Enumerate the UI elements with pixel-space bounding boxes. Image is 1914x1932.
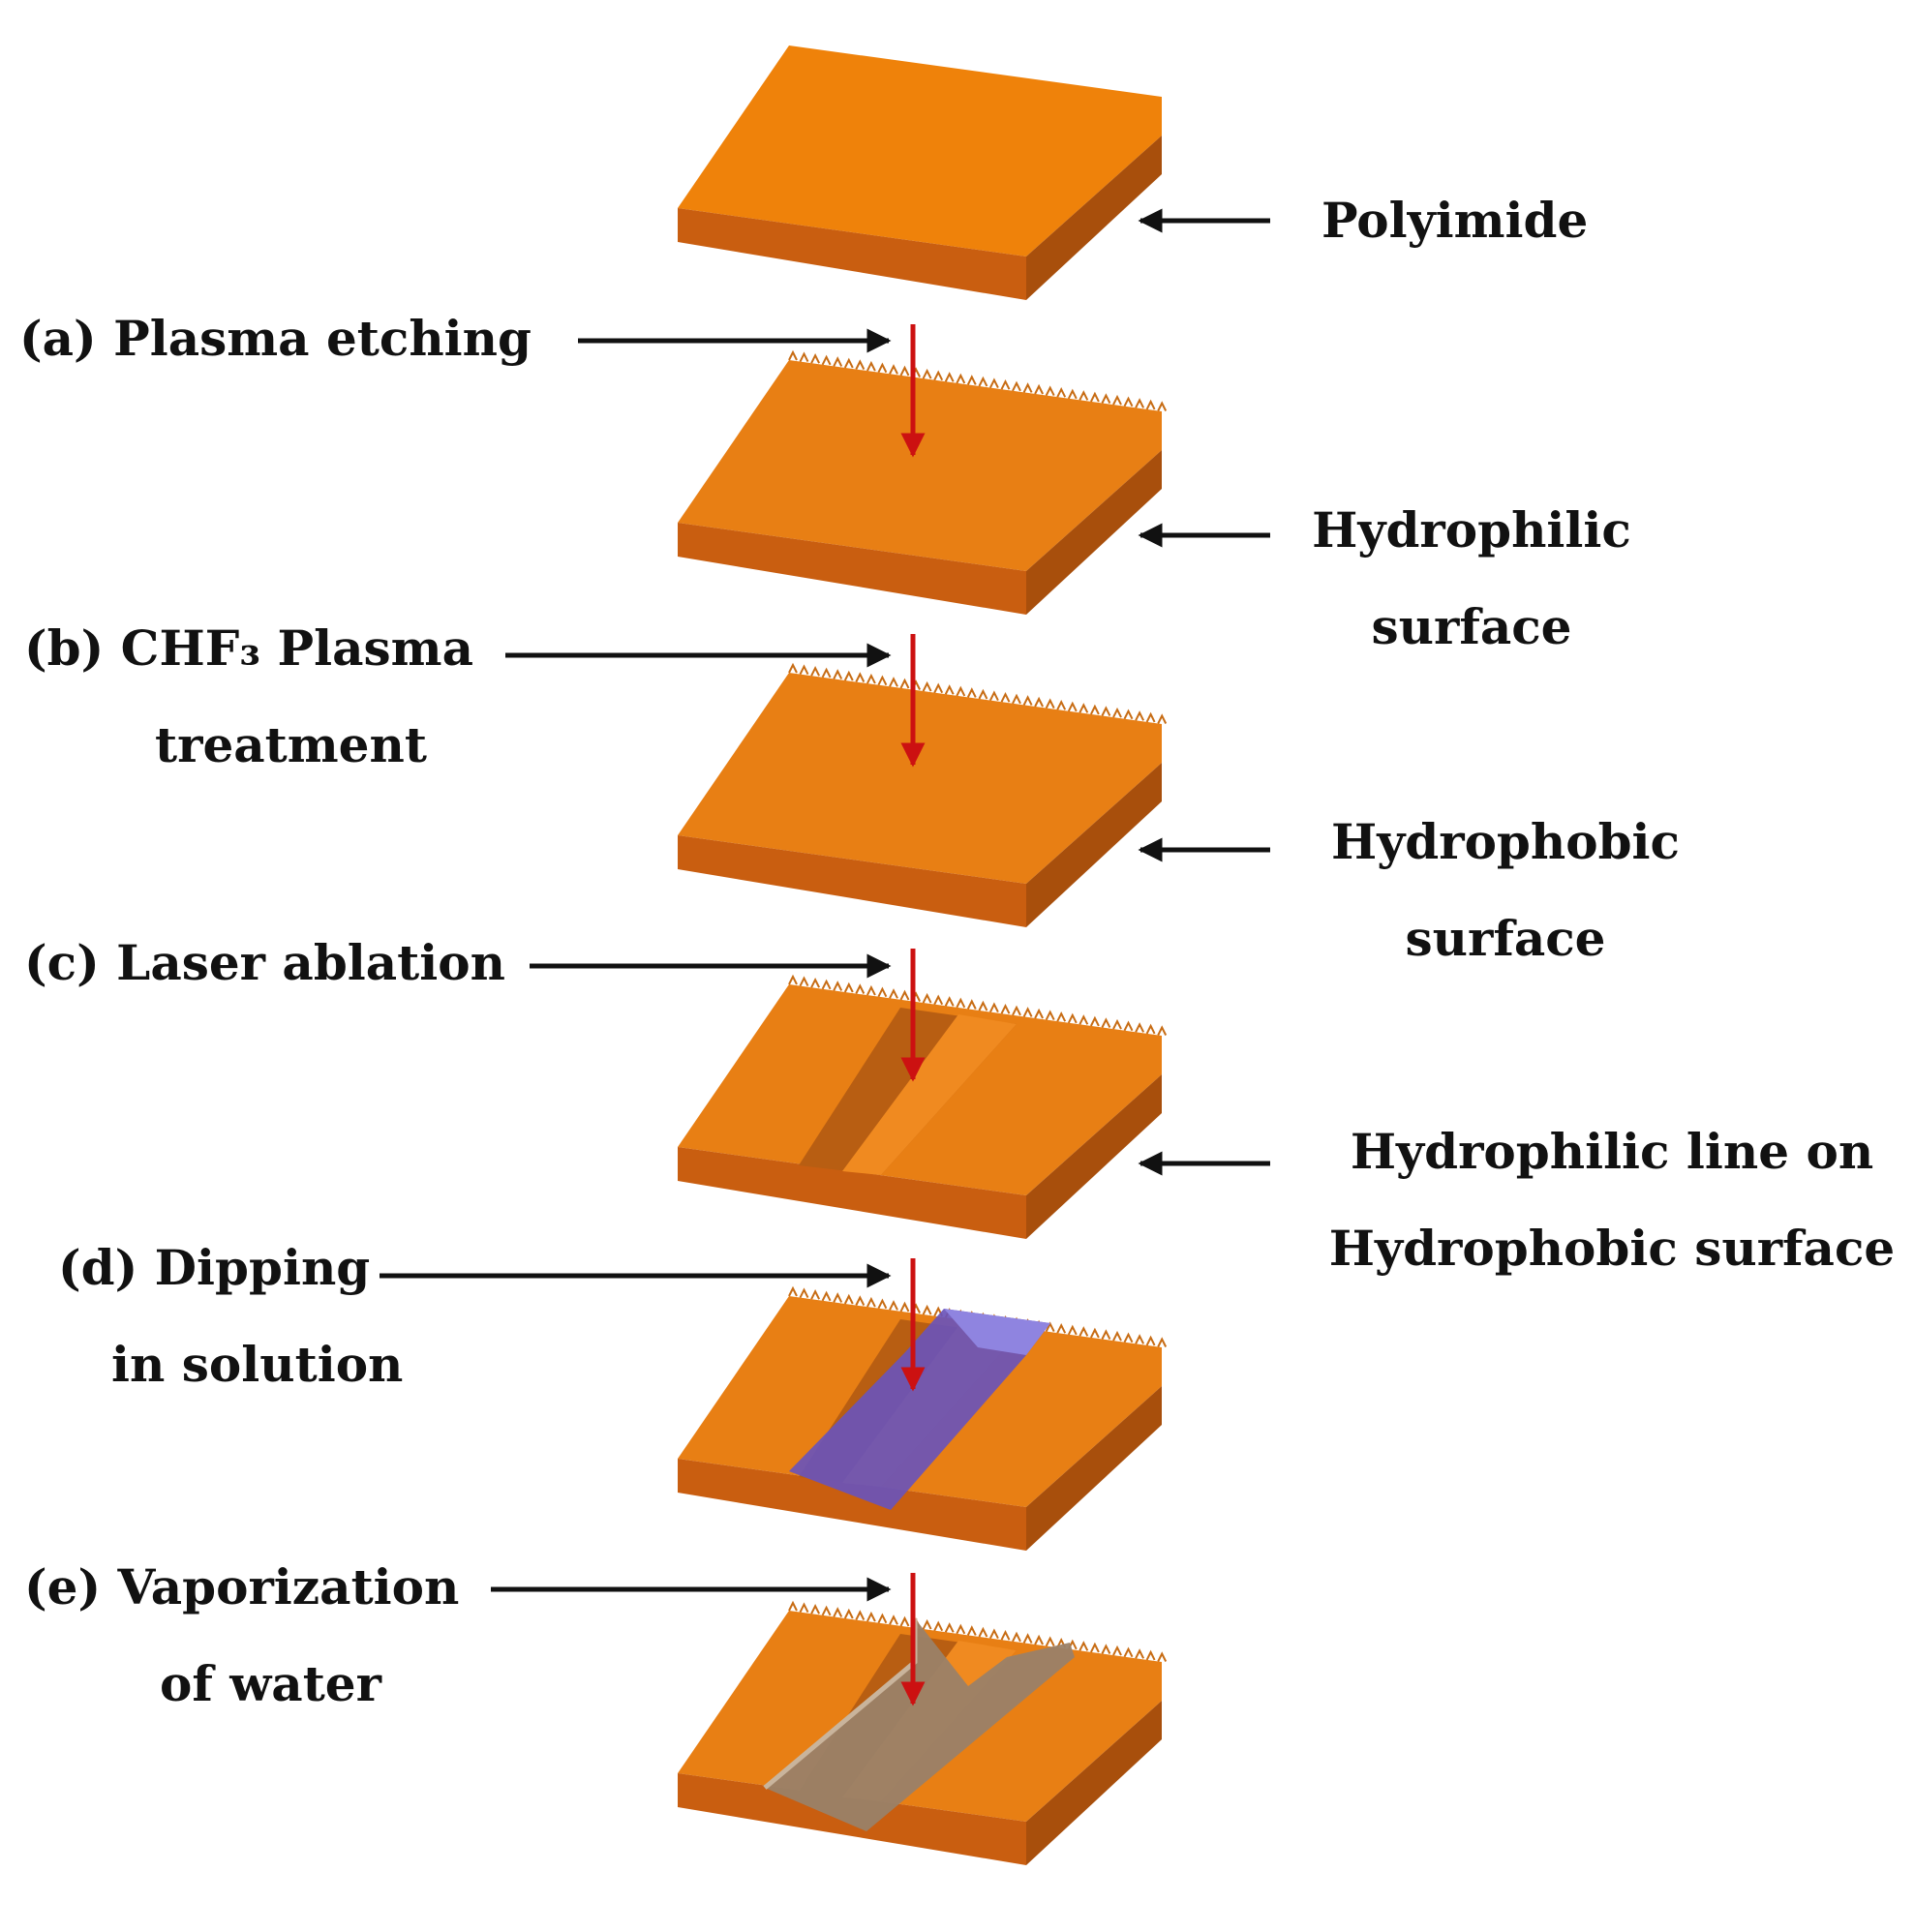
step-b-line-1: (b) CHF₃ Plasma: [24, 619, 473, 677]
groove-lit-wall: [842, 1014, 1017, 1175]
solution-meniscus: [944, 1309, 1050, 1355]
layer-right-face: [1026, 763, 1162, 927]
layer-1: [678, 45, 1162, 300]
solution-fill: [789, 1309, 1050, 1510]
step-d-line-1: (d) Dipping: [58, 1239, 371, 1296]
layer-texture-edge: [788, 974, 1168, 1036]
step-d-line-2: in solution: [111, 1336, 404, 1393]
layer-front-face: [678, 835, 1026, 927]
layer-3: [678, 662, 1168, 927]
hydrophobic-line-1: Hydrophobic: [1330, 813, 1680, 870]
surface-label-hydrophilic: Hydrophilic surface: [1297, 482, 1646, 676]
step-label-c: (c) Laser ablation: [24, 915, 528, 1011]
step-b-line-2: treatment: [155, 716, 427, 773]
layer-right-face: [1026, 450, 1162, 615]
layer-texture-edge: [788, 349, 1168, 411]
layer-4: [678, 974, 1168, 1239]
layer-right-face: [1026, 1386, 1162, 1551]
step-a-line-1: (a) Plasma etching: [19, 310, 532, 367]
line-label-line-1: Hydrophilic line on: [1350, 1123, 1874, 1180]
layer-right-face: [1026, 1701, 1162, 1865]
layers-group: [678, 45, 1168, 1865]
layer-right-face: [1026, 1074, 1162, 1239]
step-label-e: (e) Vaporization of water: [24, 1539, 479, 1733]
layer-2: [678, 349, 1168, 615]
layer-6: [678, 1600, 1168, 1865]
layer-right-face: [1026, 136, 1162, 300]
layer-top-face: [678, 360, 1162, 571]
step-c-line-1: (c) Laser ablation: [24, 934, 505, 991]
layer-5: [678, 1285, 1168, 1551]
step-label-b: (b) CHF₃ Plasma treatment: [15, 600, 557, 794]
polyimide-line-1: Polyimide: [1322, 192, 1589, 249]
dried-film: [765, 1618, 1075, 1831]
step-e-line-1: (e) Vaporization: [24, 1558, 460, 1615]
layer-front-face: [678, 1147, 1026, 1239]
step-label-a: (a) Plasma etching: [19, 290, 532, 387]
surface-label-hydrophilic-line: Hydrophilic line on Hydrophobic surface: [1322, 1103, 1902, 1297]
surface-label-hydrophobic: Hydrophobic surface: [1312, 794, 1699, 987]
step-label-d: (d) Dipping in solution: [58, 1220, 465, 1413]
layer-front-face: [678, 1459, 1026, 1551]
hydrophilic-line-1: Hydrophilic: [1312, 501, 1631, 558]
layer-front-face: [678, 523, 1026, 615]
layer-top-face: [678, 673, 1162, 884]
layer-front-face: [678, 208, 1026, 300]
hydrophobic-line-2: surface: [1405, 910, 1606, 967]
step-e-line-2: of water: [160, 1655, 381, 1712]
pointer-arrows-group: [380, 208, 1270, 1602]
surface-label-polyimide: Polyimide: [1322, 172, 1728, 269]
line-label-line-2: Hydrophobic surface: [1328, 1220, 1896, 1277]
layer-top-face: [678, 45, 1162, 257]
hydrophilic-line-2: surface: [1371, 598, 1572, 655]
layer-texture-edge: [788, 662, 1168, 724]
